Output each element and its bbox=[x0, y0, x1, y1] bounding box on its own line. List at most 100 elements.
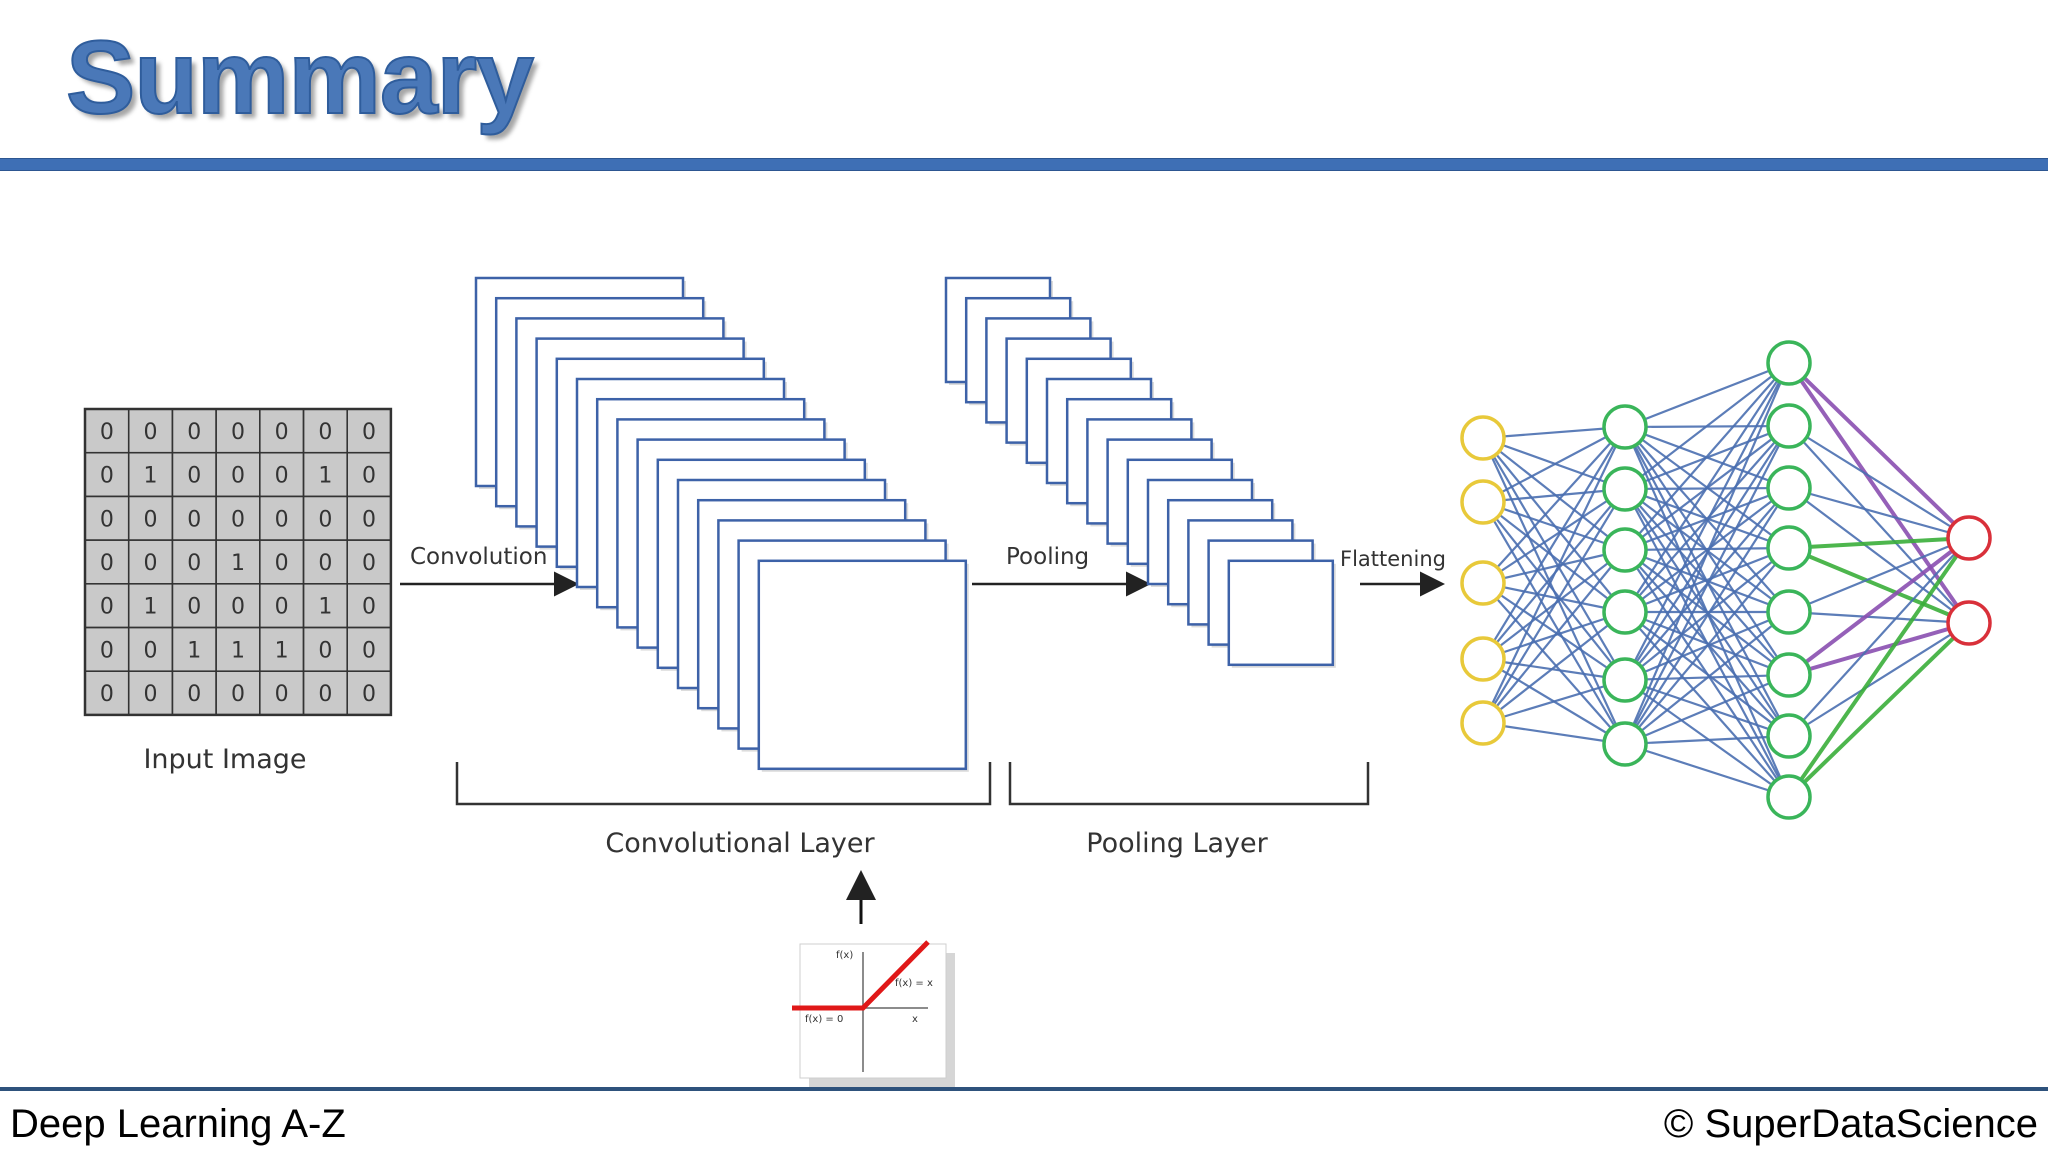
grid-cell-value: 0 bbox=[275, 595, 289, 620]
network-neuron bbox=[1602, 657, 1648, 703]
grid-cell-value: 0 bbox=[275, 420, 289, 445]
conv-layer-label: Convolutional Layer bbox=[605, 828, 875, 859]
network-edge bbox=[1788, 537, 1970, 737]
fully-connected-network bbox=[1460, 340, 1992, 820]
grid-cell-value: 0 bbox=[275, 682, 289, 707]
network-edge bbox=[1624, 610, 1790, 677]
grid-cell-value: 0 bbox=[231, 595, 245, 620]
network-edge bbox=[1787, 621, 1971, 799]
grid-cell-value: 0 bbox=[187, 682, 201, 707]
grid-cell-value: 0 bbox=[231, 420, 245, 445]
network-edge bbox=[1624, 546, 1790, 614]
network-edge bbox=[1482, 488, 1626, 724]
feature-map bbox=[757, 559, 968, 771]
network-neuron bbox=[1766, 774, 1812, 820]
network-neuron bbox=[1602, 589, 1648, 635]
grid-cell-value: 0 bbox=[362, 507, 376, 532]
network-edge bbox=[1482, 548, 1626, 585]
network-neuron bbox=[1460, 636, 1506, 682]
network-edge bbox=[1624, 425, 1790, 745]
network-edge bbox=[1482, 425, 1626, 440]
network-edge bbox=[1624, 673, 1790, 746]
network-edge bbox=[1482, 501, 1626, 613]
network-neuron bbox=[1460, 479, 1506, 525]
grid-cell-value: 1 bbox=[187, 638, 201, 663]
grid-cell-value: 0 bbox=[187, 420, 201, 445]
network-neuron bbox=[1766, 652, 1812, 698]
network-edge bbox=[1482, 582, 1626, 745]
pool-layer-label: Pooling Layer bbox=[1086, 828, 1268, 859]
grid-cell-value: 0 bbox=[100, 464, 114, 489]
network-edge bbox=[1482, 426, 1626, 584]
network-edge bbox=[1482, 437, 1626, 551]
grid-cell-value: 0 bbox=[318, 551, 332, 576]
grid-cell-value: 1 bbox=[318, 595, 332, 620]
footer-course-name: Deep Learning A-Z bbox=[10, 1102, 346, 1146]
network-edge bbox=[1482, 549, 1626, 724]
network-edge bbox=[1787, 361, 1971, 540]
network-edge bbox=[1482, 487, 1626, 504]
network-neuron bbox=[1766, 465, 1812, 511]
network-edge bbox=[1624, 611, 1790, 798]
grid-cell-value: 0 bbox=[231, 682, 245, 707]
flattening-label: Flattening bbox=[1340, 547, 1446, 571]
grid-cell bbox=[346, 670, 392, 716]
network-edge bbox=[1788, 536, 1970, 614]
grid-cell-value: 1 bbox=[144, 595, 158, 620]
grid-cell-value: 1 bbox=[231, 551, 245, 576]
grid-cell-value: 0 bbox=[187, 595, 201, 620]
network-neuron bbox=[1766, 589, 1812, 635]
network-edge bbox=[1624, 425, 1790, 613]
input-image-label: Input Image bbox=[143, 744, 306, 775]
grid-cell-value: 0 bbox=[362, 551, 376, 576]
network-edge bbox=[1482, 488, 1626, 584]
network-edge bbox=[1482, 721, 1626, 746]
network-neuron bbox=[1766, 713, 1812, 759]
grid-cell-value: 0 bbox=[362, 595, 376, 620]
network-edge bbox=[1482, 582, 1626, 681]
network-edge bbox=[1482, 426, 1626, 724]
network-edge bbox=[1624, 487, 1790, 745]
network-neuron bbox=[1460, 415, 1506, 461]
network-edge bbox=[1482, 501, 1626, 745]
network-neuron bbox=[1766, 340, 1812, 386]
network-edge bbox=[1624, 362, 1790, 490]
network-edge bbox=[1624, 611, 1790, 745]
network-neuron bbox=[1460, 700, 1506, 746]
grid-cell-value: 0 bbox=[187, 464, 201, 489]
pool-layer-bracket bbox=[1008, 762, 1370, 806]
grid-cell-value: 0 bbox=[362, 682, 376, 707]
network-connections bbox=[1482, 361, 1971, 799]
network-edge bbox=[1624, 742, 1790, 799]
network-edge bbox=[1788, 486, 1970, 540]
network-edge bbox=[1482, 426, 1626, 660]
grid-cell-value: 0 bbox=[362, 638, 376, 663]
relu-plot: f(x) f(x) = x f(x) = 0 x bbox=[792, 940, 955, 1087]
grid-cell-value: 0 bbox=[275, 551, 289, 576]
grid-cell-value: 1 bbox=[275, 638, 289, 663]
grid-cell-value: 0 bbox=[187, 507, 201, 532]
relu-left-label: f(x) = 0 bbox=[805, 1014, 843, 1025]
network-edge bbox=[1788, 546, 1970, 625]
network-edge bbox=[1623, 362, 1791, 745]
network-neuron bbox=[1602, 527, 1648, 573]
network-neuron bbox=[1946, 515, 1992, 561]
grid-cell-value: 0 bbox=[318, 420, 332, 445]
grid-cell-value: 0 bbox=[144, 507, 158, 532]
grid-cell-value: 0 bbox=[100, 551, 114, 576]
grid-cell-value: 0 bbox=[144, 638, 158, 663]
network-edge bbox=[1482, 581, 1626, 614]
convolution-feature-maps bbox=[474, 276, 969, 772]
grid-cell-value: 0 bbox=[318, 682, 332, 707]
network-edge bbox=[1624, 362, 1790, 681]
grid-cell-value: 0 bbox=[275, 464, 289, 489]
grid-cell-value: 0 bbox=[187, 551, 201, 576]
relu-right-label: f(x) = x bbox=[895, 978, 933, 989]
relu-y-label: f(x) bbox=[836, 950, 853, 961]
network-edge bbox=[1788, 536, 1970, 550]
feature-map bbox=[1227, 559, 1335, 667]
network-neuron bbox=[1602, 466, 1648, 512]
network-edge bbox=[1624, 611, 1790, 737]
network-edge bbox=[1482, 437, 1626, 681]
